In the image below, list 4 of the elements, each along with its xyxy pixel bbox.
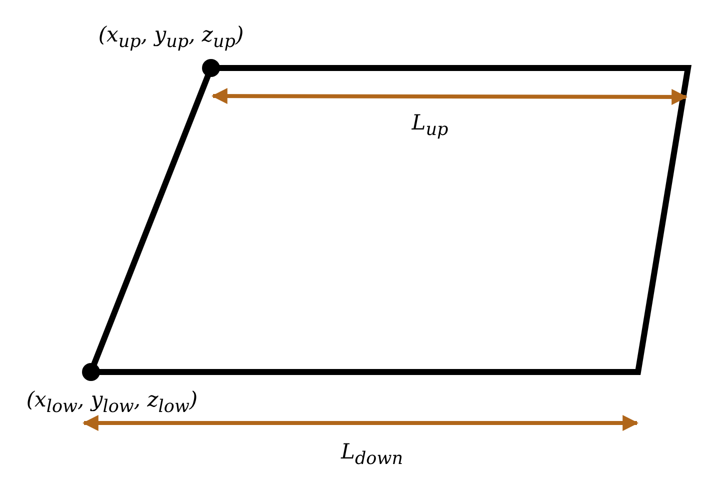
- dimension-label: L$_{down}$: [341, 442, 403, 468]
- coordinate-label: (x$_{low}$, y$_{low}$, z$_{low}$): [26, 390, 198, 416]
- coordinate-label: (x$_{up}$, y$_{up}$, z$_{up}$): [98, 24, 244, 52]
- dimension-label: L$_{up}$: [412, 112, 448, 140]
